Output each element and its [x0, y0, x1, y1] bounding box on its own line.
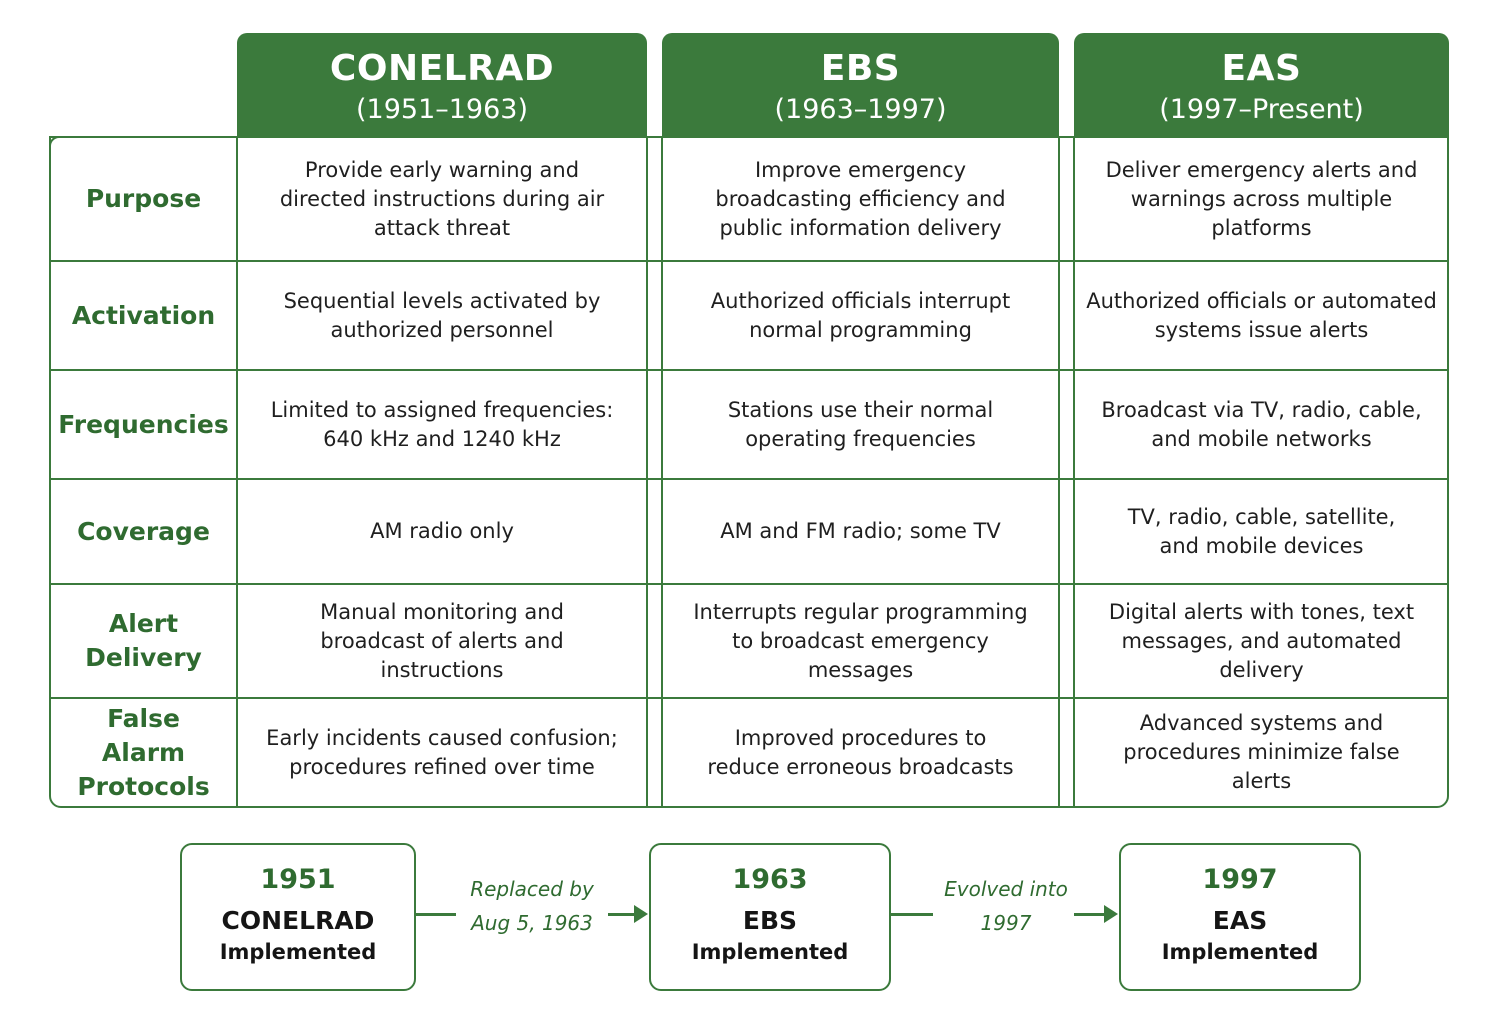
column-divider — [1058, 136, 1060, 808]
table-cell: AM and FM radio; some TV — [720, 519, 1001, 543]
header-eas: EAS (1997–Present) — [1074, 33, 1449, 137]
timeline-system: CONELRAD — [221, 906, 375, 935]
header-years: (1963–1997) — [774, 94, 947, 125]
table-cell: Authorized officials interrupt normal pr… — [710, 288, 1011, 342]
row-label-alert-delivery: Alert Delivery — [85, 609, 202, 672]
header-name: CONELRAD — [329, 48, 555, 89]
connector-text-line1: Replaced by — [470, 877, 594, 901]
table-cell: Sequential levels activated by authorize… — [283, 288, 601, 342]
table-cell: Interrupts regular programming to broadc… — [693, 599, 1028, 682]
row-divider — [49, 260, 1449, 262]
table-cell: Authorized officials or automated system… — [1086, 288, 1437, 342]
column-divider — [661, 136, 663, 808]
table-cell: Broadcast via TV, radio, cable, and mobi… — [1101, 397, 1422, 451]
connector-line — [416, 913, 456, 916]
timeline-event-eas: 1997 EAS Implemented — [1119, 843, 1361, 991]
connector-line — [891, 913, 933, 916]
arrow-right-icon — [1104, 905, 1118, 923]
table-corner — [49, 136, 239, 148]
header-years: (1997–Present) — [1159, 94, 1364, 125]
column-divider — [1073, 136, 1075, 808]
column-divider — [236, 136, 238, 808]
table-cell: Stations use their normal operating freq… — [727, 397, 994, 451]
row-label-coverage: Coverage — [77, 516, 210, 546]
header-name: EAS — [1221, 48, 1302, 89]
timeline-event-ebs: 1963 EBS Implemented — [649, 843, 891, 991]
table-cell: Advanced systems and procedures minimize… — [1123, 711, 1400, 793]
table-cell: Deliver emergency alerts and warnings ac… — [1105, 157, 1418, 240]
timeline-system: EBS — [742, 906, 798, 935]
timeline-event-text: Implemented — [691, 940, 849, 964]
timeline-year: 1997 — [1202, 864, 1278, 895]
connector-text-line2: 1997 — [980, 911, 1032, 935]
comparison-table — [49, 136, 1449, 808]
row-divider — [49, 369, 1449, 371]
header-conelrad: CONELRAD (1951–1963) — [237, 33, 647, 137]
connector-label-replaced: Replaced by Aug 5, 1963 — [456, 872, 608, 940]
row-label-frequencies: Frequencies — [58, 409, 229, 439]
table-cell: Improved procedures to reduce erroneous … — [707, 725, 1014, 779]
table-cell: AM radio only — [370, 519, 514, 543]
connector-text-line2: Aug 5, 1963 — [471, 911, 593, 935]
table-cell: Digital alerts with tones, text messages… — [1108, 599, 1415, 682]
row-divider — [49, 478, 1449, 480]
table-cell: Provide early warning and directed instr… — [279, 157, 605, 240]
table-cell: Manual monitoring and broadcast of alert… — [320, 599, 564, 682]
row-label-false-alarm-protocols: False Alarm Protocols — [77, 703, 210, 801]
table-cell: Limited to assigned frequencies: 640 kHz… — [270, 397, 614, 451]
column-divider — [646, 136, 648, 808]
timeline-event-text: Implemented — [1161, 940, 1319, 964]
header-name: EBS — [820, 48, 901, 89]
timeline-event-conelrad: 1951 CONELRAD Implemented — [180, 843, 416, 991]
row-label-activation: Activation — [71, 300, 216, 330]
connector-label-evolved: Evolved into 1997 — [933, 872, 1079, 940]
timeline-year: 1963 — [732, 864, 808, 895]
connector-line — [1074, 913, 1106, 916]
arrow-right-icon — [634, 905, 648, 923]
row-divider — [49, 583, 1449, 585]
row-divider — [49, 697, 1449, 699]
timeline-system: EAS — [1212, 906, 1268, 935]
header-ebs: EBS (1963–1997) — [662, 33, 1059, 137]
table-cell: Improve emergency broadcasting efficienc… — [715, 157, 1006, 240]
connector-line — [608, 913, 636, 916]
timeline-event-text: Implemented — [219, 940, 377, 964]
timeline-year: 1951 — [260, 864, 336, 895]
connector-text-line1: Evolved into — [944, 877, 1068, 901]
header-years: (1951–1963) — [356, 94, 528, 125]
row-label-purpose: Purpose — [85, 184, 202, 213]
table-cell: TV, radio, cable, satellite, and mobile … — [1127, 504, 1396, 558]
table-cell: Early incidents caused confusion; proced… — [266, 725, 618, 779]
